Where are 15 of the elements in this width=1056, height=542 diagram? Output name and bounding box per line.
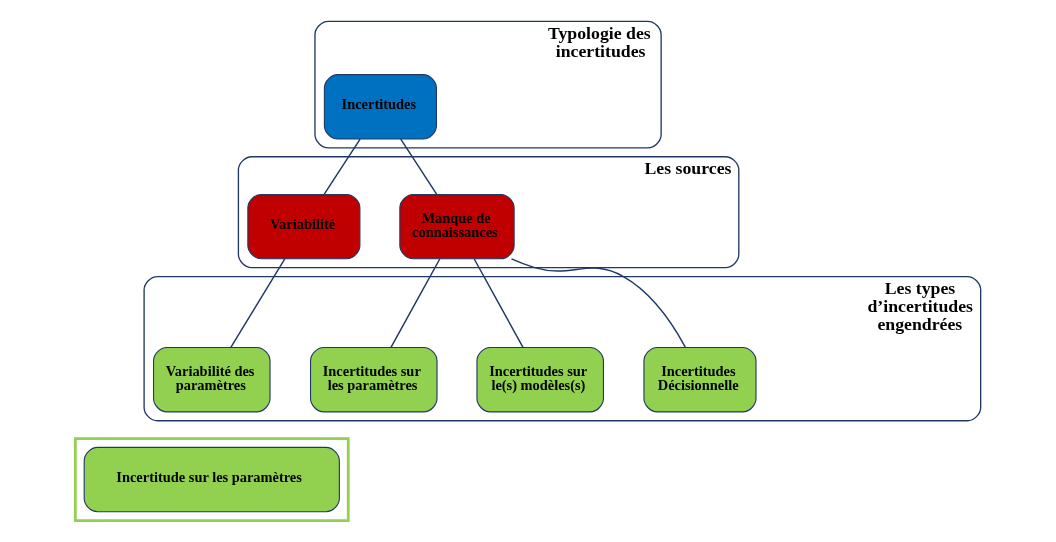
connector	[323, 138, 361, 195]
connector	[473, 258, 524, 349]
node-box: Variabilité des paramètres	[153, 347, 271, 413]
node-box: Incertitudes sur le(s) modèles(s)	[476, 347, 604, 413]
cluster	[73, 437, 350, 523]
node-box: Incertitudes sur les paramètres	[309, 347, 438, 413]
node-box: Variabilité	[247, 193, 361, 260]
node-box: Manque de connaissances	[399, 193, 515, 260]
node-box: Incertitudes	[323, 74, 437, 140]
connector	[510, 258, 687, 348]
node-box: Incertitude sur les paramètres	[83, 446, 340, 513]
connector	[230, 258, 286, 349]
node-box: Incertitudes Décisionnelle	[643, 347, 757, 413]
connector	[400, 138, 438, 195]
connector	[390, 258, 441, 349]
